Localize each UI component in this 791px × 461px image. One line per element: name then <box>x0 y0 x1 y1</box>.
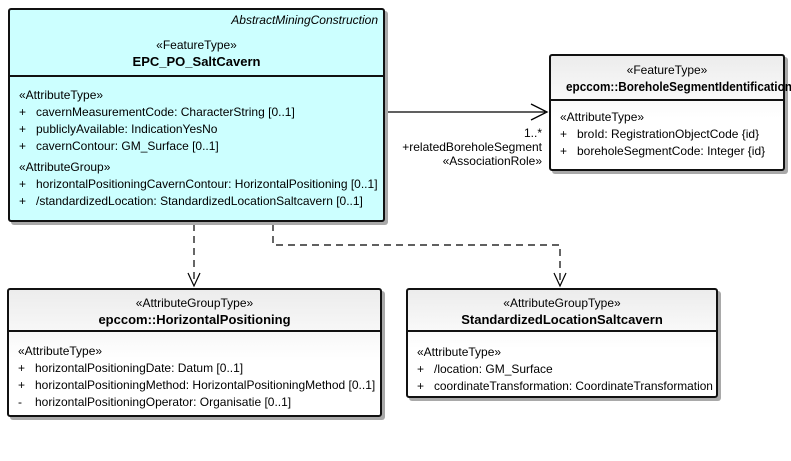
class-header: «AttributeGroupType» StandardizedLocatio… <box>408 290 716 332</box>
attribute-row: + boreholeSegmentCode: Integer {id} <box>551 143 783 160</box>
attribute-text: /standardizedLocation: StandardizedLocat… <box>36 194 363 208</box>
visibility: + <box>19 194 27 208</box>
class-stereotype: «AttributeGroupType» <box>503 296 621 310</box>
attribute-row: + horizontalPositioningDate: Datum [0..1… <box>9 360 380 377</box>
class-stereotype: «AttributeGroupType» <box>135 296 254 310</box>
attribute-text: /location: GM_Surface <box>434 362 553 376</box>
class-stereotype: «FeatureType» <box>626 63 708 77</box>
class-box-horizontal-positioning[interactable]: «AttributeGroupType» epccom::HorizontalP… <box>7 288 382 417</box>
attribute-text: horizontalPositioningMethod: HorizontalP… <box>35 378 376 392</box>
class-name: epccom::HorizontalPositioning <box>98 312 291 327</box>
attribute-row: + horizontalPositioningCavernContour: Ho… <box>10 176 383 193</box>
class-header: «FeatureType» epccom::BoreholeSegmentIde… <box>551 56 791 101</box>
attribute-row: + cavernContour: GM_Surface [0..1] <box>10 138 383 155</box>
class-box-epc-po-saltcavern[interactable]: AbstractMiningConstruction «FeatureType»… <box>8 8 385 222</box>
attribute-text: cavernContour: GM_Surface [0..1] <box>36 139 219 153</box>
attribute-group-header: «AttributeGroup» <box>19 160 111 174</box>
parent-tag: AbstractMiningConstruction <box>231 13 378 27</box>
attribute-row: + cavernMeasurementCode: CharacterString… <box>10 104 383 121</box>
visibility: + <box>18 378 26 392</box>
attribute-row: - horizontalPositioningOperator: Organis… <box>9 394 380 411</box>
attribute-text: broId: RegistrationObjectCode {id} <box>577 127 760 141</box>
dependency-arrow-horizontal-positioning[interactable] <box>187 224 201 288</box>
class-name: epccom::BoreholeSegmentIdentification <box>565 79 791 94</box>
attribute-type-header: «AttributeType» <box>19 88 104 102</box>
dependency-arrow-standardized-location[interactable] <box>272 224 567 288</box>
attribute-type-header: «AttributeType» <box>560 110 645 124</box>
attribute-row: + broId: RegistrationObjectCode {id} <box>551 126 783 143</box>
visibility: + <box>417 379 425 393</box>
attribute-type-header: «AttributeType» <box>417 345 502 359</box>
attribute-text: cavernMeasurementCode: CharacterString [… <box>36 105 295 119</box>
visibility: + <box>560 127 568 141</box>
attribute-text: horizontalPositioningDate: Datum [0..1] <box>35 361 244 375</box>
class-name: StandardizedLocationSaltcavern <box>461 312 663 327</box>
association-stereotype: «AssociationRole» <box>442 154 542 168</box>
attribute-text: boreholeSegmentCode: Integer {id} <box>577 144 766 158</box>
attribute-row: + publiclyAvailable: IndicationYesNo <box>10 121 383 138</box>
attribute-text: horizontalPositioningCavernContour: Hori… <box>36 177 378 191</box>
attribute-row: + /location: GM_Surface <box>408 361 716 378</box>
attribute-text: coordinateTransformation: CoordinateTran… <box>434 379 713 393</box>
visibility: + <box>19 122 27 136</box>
visibility: + <box>19 139 27 153</box>
association-labels: 1..* +relatedBoreholeSegment «Associatio… <box>385 126 542 168</box>
attribute-row: + horizontalPositioningMethod: Horizonta… <box>9 377 380 394</box>
association-multiplicity: 1..* <box>523 126 542 140</box>
class-box-borehole-segment-identification[interactable]: «FeatureType» epccom::BoreholeSegmentIde… <box>549 54 791 171</box>
visibility: + <box>417 362 425 376</box>
attribute-type-header: «AttributeType» <box>18 344 103 358</box>
class-header: AbstractMiningConstruction «FeatureType»… <box>10 10 383 77</box>
association-role-name: +relatedBoreholeSegment <box>402 140 542 154</box>
attribute-row: + coordinateTransformation: CoordinateTr… <box>408 378 716 395</box>
attribute-text: publiclyAvailable: IndicationYesNo <box>36 122 218 136</box>
visibility: - <box>18 395 22 409</box>
visibility: + <box>19 177 27 191</box>
class-stereotype: «FeatureType» <box>156 38 237 52</box>
class-box-standardized-location-saltcavern[interactable]: «AttributeGroupType» StandardizedLocatio… <box>406 288 718 398</box>
attribute-text: horizontalPositioningOperator: Organisat… <box>35 395 292 409</box>
association-arrow[interactable] <box>385 103 549 121</box>
attribute-row: + /standardizedLocation: StandardizedLoc… <box>10 193 383 210</box>
visibility: + <box>560 144 568 158</box>
visibility: + <box>18 361 26 375</box>
class-header: «AttributeGroupType» epccom::HorizontalP… <box>9 290 380 332</box>
class-name: EPC_PO_SaltCavern <box>132 54 261 69</box>
visibility: + <box>19 105 27 119</box>
